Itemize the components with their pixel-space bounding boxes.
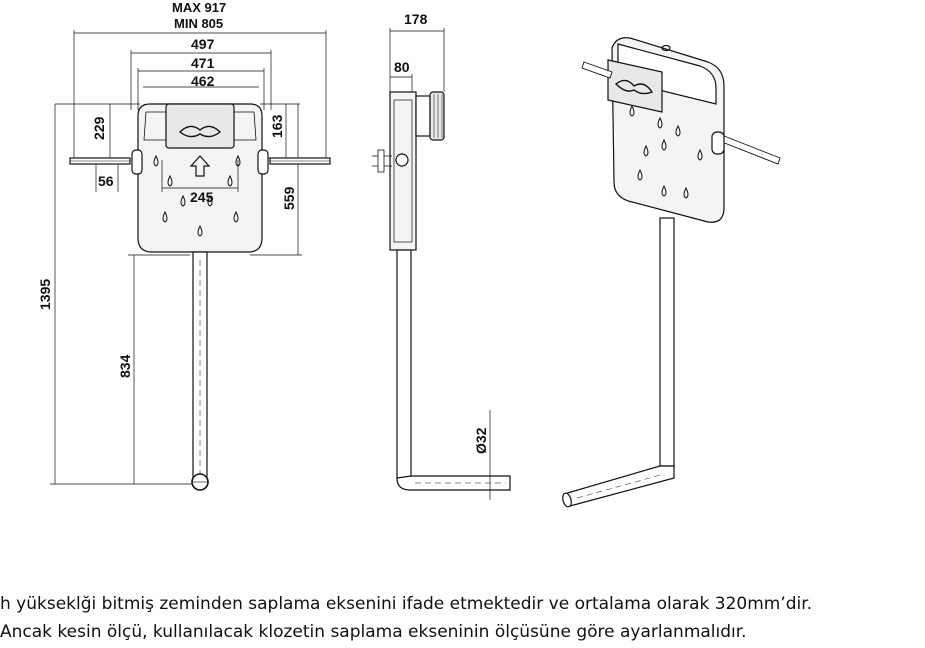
dim-497: 497 — [191, 36, 215, 52]
dim-178: 178 — [404, 11, 428, 27]
dim-min: MIN 805 — [174, 16, 223, 31]
dim-559: 559 — [281, 186, 297, 210]
dim-471: 471 — [191, 55, 215, 71]
dim-245: 245 — [190, 189, 214, 205]
dim-dia32: Ø32 — [473, 427, 489, 454]
dim-1395: 1395 — [37, 279, 53, 310]
dim-229: 229 — [91, 116, 107, 140]
side-view — [372, 28, 511, 500]
note-line-2: Ancak kesin ölçü, kullanılacak klozetin … — [0, 622, 747, 642]
dim-163: 163 — [269, 114, 285, 138]
front-view — [50, 30, 331, 491]
dim-834: 834 — [117, 354, 133, 378]
dim-462: 462 — [191, 73, 215, 89]
dim-56: 56 — [98, 173, 114, 189]
note-line-1: h yükseklği bitmiş zeminden saplama ekse… — [0, 594, 813, 614]
dim-max: MAX 917 — [172, 0, 226, 15]
dim-80: 80 — [394, 59, 410, 75]
isometric-view — [562, 37, 781, 508]
